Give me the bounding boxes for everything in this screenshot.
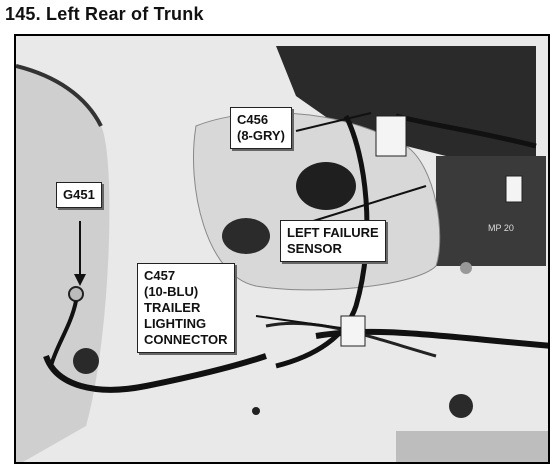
module-label-text: MP 20 xyxy=(488,223,514,233)
callout-left-failure-sensor: LEFT FAILURE SENSOR xyxy=(280,220,386,262)
callout-g451: G451 xyxy=(56,182,102,208)
callout-c456: C456 (8-GRY) xyxy=(230,107,292,149)
figure-title: 145. Left Rear of Trunk xyxy=(5,4,204,24)
callout-c457: C457 (10-BLU) TRAILER LIGHTING CONNECTOR xyxy=(137,263,235,353)
